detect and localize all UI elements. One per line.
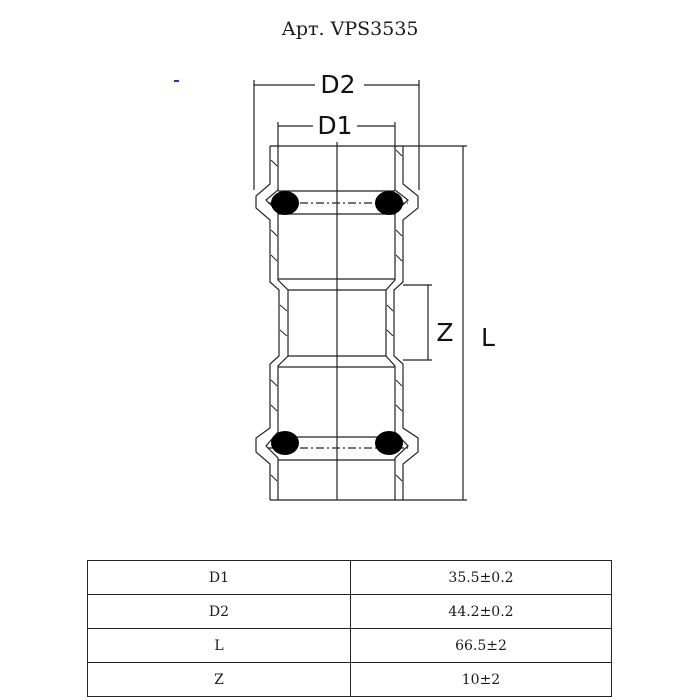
right-inner-profile bbox=[385, 146, 409, 500]
label-l: L bbox=[481, 323, 495, 352]
spec-table: D1 35.5±0.2 D2 44.2±0.2 L 66.5±2 Z 10±2 bbox=[87, 560, 612, 697]
label-d1: D1 bbox=[317, 111, 352, 140]
table-row: D2 44.2±0.2 bbox=[87, 594, 612, 629]
seal-top-right bbox=[375, 191, 403, 215]
label-d2: D2 bbox=[320, 70, 355, 99]
seal-bottom-left bbox=[271, 431, 299, 455]
param-cell: L bbox=[87, 628, 351, 663]
table-row: D1 35.5±0.2 bbox=[87, 560, 612, 595]
seal-bottom-right bbox=[375, 431, 403, 455]
value-cell: 35.5±0.2 bbox=[350, 560, 612, 595]
label-z: Z bbox=[436, 318, 453, 347]
value-cell: 44.2±0.2 bbox=[350, 594, 612, 629]
stray-mark bbox=[174, 80, 179, 82]
value-cell: 66.5±2 bbox=[350, 628, 612, 663]
value-cell: 10±2 bbox=[350, 662, 612, 697]
fitting-drawing: D2 D1 Z L bbox=[253, 70, 495, 501]
right-outer-profile bbox=[393, 146, 419, 500]
param-cell: D2 bbox=[87, 594, 351, 629]
table-row: L 66.5±2 bbox=[87, 628, 612, 663]
left-outer-profile bbox=[255, 146, 280, 500]
article-title: Арт. VPS3535 bbox=[281, 18, 419, 40]
seal-top-left bbox=[271, 191, 299, 215]
param-cell: Z bbox=[87, 662, 351, 697]
table-row: Z 10±2 bbox=[87, 662, 612, 697]
param-cell: D1 bbox=[87, 560, 351, 595]
